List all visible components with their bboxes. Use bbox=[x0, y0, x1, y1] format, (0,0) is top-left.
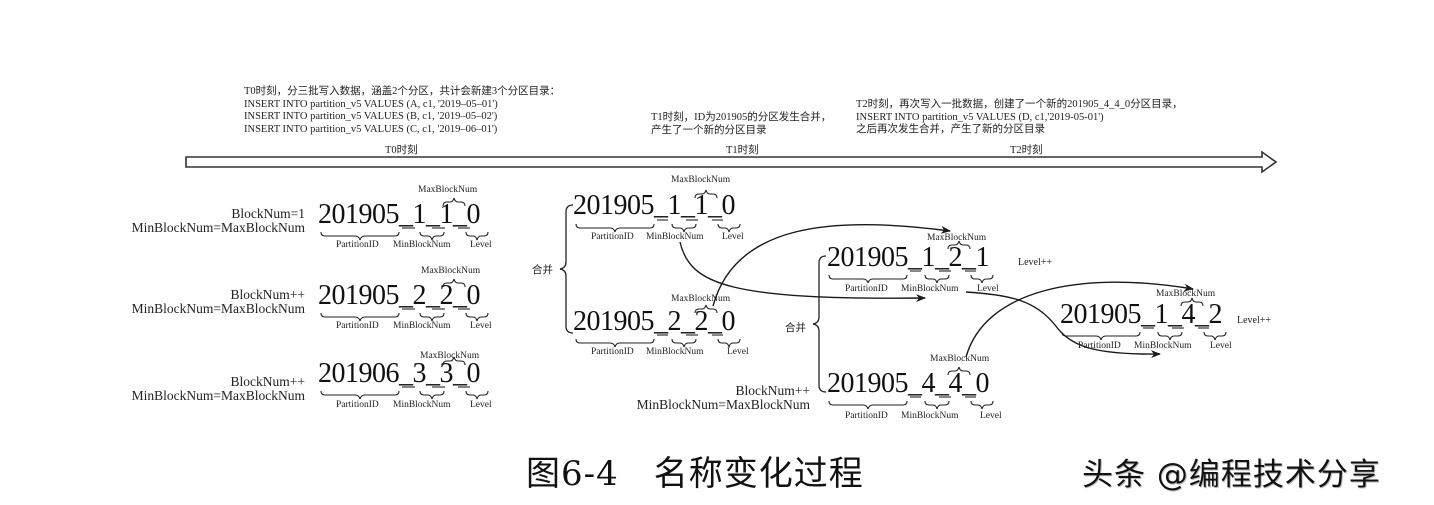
max-block-label: MaxBlockNum bbox=[420, 351, 480, 361]
t0-notes: T0时刻，分三批写入数据，涵盖2个分区，共计会新建3个分区目录： INSERT … bbox=[244, 86, 560, 136]
partition-id-label: PartitionID bbox=[591, 232, 634, 242]
min-block-label: MinBlockNum bbox=[646, 232, 704, 242]
t2-note-line: 之后再次发生合并，产生了新的分区目录 bbox=[856, 124, 1045, 135]
level-label: Level bbox=[980, 411, 1002, 421]
partition-id-label: PartitionID bbox=[336, 400, 379, 410]
t2-label: T2时刻 bbox=[1010, 145, 1043, 156]
min-block-label: MinBlockNum bbox=[393, 240, 451, 250]
t0-note-line: INSERT INTO partition_v5 VALUES (B, c1, … bbox=[244, 111, 498, 122]
level-label: Level bbox=[1210, 341, 1232, 351]
min-block-label: MinBlockNum bbox=[901, 411, 959, 421]
part-braces bbox=[320, 189, 1227, 410]
min-block-label: MinBlockNum bbox=[393, 321, 451, 331]
part-201905-2-2-0: 201905_2_2_0 bbox=[318, 280, 481, 311]
part-201905-2-2-0-t1: 201905_2_2_0 bbox=[573, 306, 736, 337]
blocknum-note: BlockNum++ bbox=[230, 374, 305, 389]
min-block-label: MinBlockNum bbox=[646, 347, 704, 357]
max-block-label: MaxBlockNum bbox=[421, 266, 481, 276]
partition-id-label: PartitionID bbox=[845, 284, 888, 294]
max-block-label: MaxBlockNum bbox=[930, 354, 990, 364]
t0-note-line: INSERT INTO partition_v5 VALUES (A, c1, … bbox=[244, 98, 498, 110]
part-201905-1-4-2: 201905_1_4_2 bbox=[1060, 299, 1223, 330]
level-label: Level bbox=[470, 240, 492, 250]
part-201905-4-4-0: 201905_4_4_0 bbox=[827, 368, 990, 399]
max-block-label: MaxBlockNum bbox=[418, 185, 478, 195]
min-eq-max-note: MinBlockNum=MaxBlockNum bbox=[131, 388, 305, 403]
min-eq-max-note: MinBlockNum=MaxBlockNum bbox=[131, 301, 305, 316]
p7-side-label: BlockNum++ MinBlockNum=MaxBlockNum bbox=[600, 384, 810, 412]
partition-id-label: PartitionID bbox=[1078, 341, 1121, 351]
min-block-label: MinBlockNum bbox=[1134, 341, 1192, 351]
min-block-label: MinBlockNum bbox=[393, 400, 451, 410]
level-increment-note: Level++ bbox=[1237, 315, 1272, 326]
p2-side-label: BlockNum++ MinBlockNum=MaxBlockNum bbox=[100, 288, 305, 316]
part-201905-1-1-0: 201905_1_1_0 bbox=[318, 199, 481, 230]
level-label: Level bbox=[470, 321, 492, 331]
merge-label: 合并 bbox=[785, 323, 806, 334]
max-block-label: MaxBlockNum bbox=[1156, 289, 1216, 299]
t0-label: T0时刻 bbox=[385, 145, 418, 156]
t0-note-line: INSERT INTO partition_v5 VALUES (C, c1, … bbox=[244, 123, 498, 135]
max-block-label: MaxBlockNum bbox=[671, 294, 731, 304]
level-label: Level bbox=[977, 284, 999, 294]
min-eq-max-note: MinBlockNum=MaxBlockNum bbox=[131, 220, 305, 235]
partition-id-label: PartitionID bbox=[591, 347, 634, 357]
merge-label: 合并 bbox=[532, 265, 553, 276]
t2-notes: T2时刻，再次写入一批数据，创建了一个新的201905_4_4_0分区目录， I… bbox=[856, 99, 1183, 137]
partition-id-label: PartitionID bbox=[336, 321, 379, 331]
part-201906-3-3-0: 201906_3_3_0 bbox=[318, 358, 481, 389]
t2-note-line: INSERT INTO partition_v5 VALUES (D, c1,'… bbox=[856, 111, 1104, 123]
level-label: Level bbox=[470, 400, 492, 410]
p3-side-label: BlockNum++ MinBlockNum=MaxBlockNum bbox=[100, 375, 305, 403]
blocknum-note: BlockNum=1 bbox=[231, 206, 305, 221]
part-201905-1-1-0-t1: 201905_1_1_0 bbox=[573, 190, 736, 221]
level-label: Level bbox=[722, 232, 744, 242]
level-increment-note: Level++ bbox=[1018, 257, 1053, 268]
max-block-label: MaxBlockNum bbox=[671, 175, 731, 185]
merge-braces bbox=[559, 204, 827, 393]
figure-caption: 图6-4 名称变化过程 bbox=[526, 454, 864, 494]
level-label: Level bbox=[727, 347, 749, 357]
t1-note-line: 产生了一个新的分区目录 bbox=[651, 124, 767, 136]
watermark: 头条 @编程技术分享 bbox=[1082, 457, 1381, 493]
t1-notes: T1时刻，ID为201905的分区发生合并， 产生了一个新的分区目录 bbox=[651, 112, 831, 137]
t0-note-line: T0时刻，分三批写入数据，涵盖2个分区，共计会新建3个分区目录： bbox=[244, 86, 561, 97]
blocknum-note: BlockNum++ bbox=[735, 383, 810, 398]
min-eq-max-note: MinBlockNum=MaxBlockNum bbox=[636, 397, 810, 412]
t1-note-line: T1时刻，ID为201905的分区发生合并， bbox=[651, 112, 832, 123]
min-block-label: MinBlockNum bbox=[901, 284, 959, 294]
t1-label: T1时刻 bbox=[726, 145, 759, 156]
merge-connectors bbox=[679, 223, 1194, 359]
partition-id-label: PartitionID bbox=[845, 411, 888, 421]
p1-side-label: BlockNum=1 MinBlockNum=MaxBlockNum bbox=[100, 207, 305, 235]
partition-id-label: PartitionID bbox=[336, 240, 379, 250]
max-block-label: MaxBlockNum bbox=[927, 233, 987, 243]
t2-note-line: T2时刻，再次写入一批数据，创建了一个新的201905_4_4_0分区目录， bbox=[856, 99, 1183, 110]
part-201905-1-2-1: 201905_1_2_1 bbox=[827, 242, 990, 273]
timeline-arrow bbox=[185, 150, 1278, 174]
blocknum-note: BlockNum++ bbox=[230, 287, 305, 302]
